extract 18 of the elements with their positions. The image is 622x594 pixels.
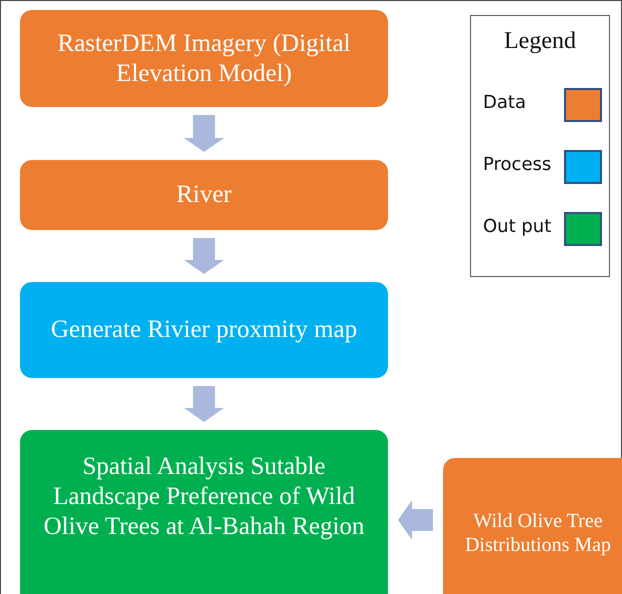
legend-label: Data <box>483 92 526 113</box>
legend-label: Out put <box>483 216 552 237</box>
flow-box <box>20 10 388 107</box>
block-arrow <box>184 386 224 422</box>
block-arrow <box>184 115 224 152</box>
box-label: Wild Olive Tree Distributions Map <box>464 509 612 557</box>
flow-box <box>20 430 388 594</box>
box-label: River <box>176 180 232 210</box>
legend-label: Process <box>483 154 552 175</box>
block-arrow <box>184 238 224 274</box>
box-label: Spatial Analysis Sutable Landscape Preference of Wild Olive Trees at Al-Bahah Region <box>42 452 366 542</box>
flow-box <box>443 458 622 594</box>
box-label: RasterDEM Imagery (Digital Elevation Model) <box>56 28 352 88</box>
block-arrow <box>398 500 433 540</box>
flow-box <box>20 282 388 378</box>
box-label: Generate Rivier proxmity map <box>50 315 358 345</box>
legend-title: Legend <box>503 28 577 55</box>
flow-box <box>20 160 388 230</box>
